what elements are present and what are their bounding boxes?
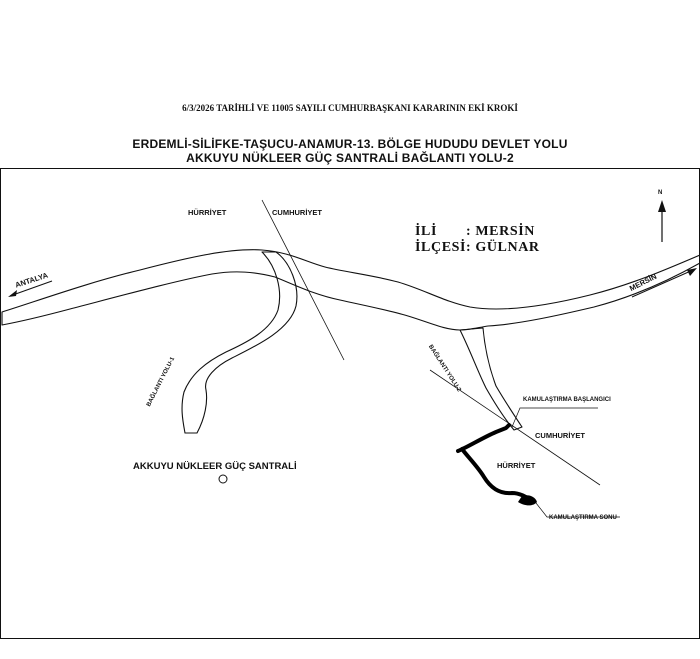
map-frame — [0, 168, 700, 639]
mersin-arrow-head — [687, 268, 697, 276]
north-arrow-head — [658, 200, 666, 212]
label-expropriation-start: KAMULAŞTIRMA BAŞLANGICI — [523, 397, 611, 403]
antalya-arrow-head — [8, 290, 17, 297]
district-label: İLÇESİ — [415, 240, 467, 255]
decree-header: 6/3/2026 TARİHLİ VE 11005 SAYILI CUMHURB… — [182, 103, 518, 113]
north-label: N — [658, 190, 663, 196]
start-leader-line — [511, 407, 598, 428]
end-leader-line — [535, 502, 620, 518]
antalya-arrow — [9, 280, 53, 297]
mersin-arrow — [631, 269, 694, 298]
main-road — [1, 249, 700, 331]
connection-road-2 — [459, 327, 523, 431]
district-value: : GÜLNAR — [466, 240, 540, 255]
label-hurriyet-top: HÜRRİYET — [188, 208, 227, 217]
province-value: : MERSİN — [466, 224, 535, 239]
expropriation-route-end — [518, 495, 537, 506]
label-cumhuriyet-top: CUMHURİYET — [272, 208, 322, 217]
title-line-2: AKKUYU NÜKLEER GÜÇ SANTRALİ BAĞLANTI YOL… — [186, 151, 514, 165]
label-nuclear-plant: AKKUYU NÜKLEER GÜÇ SANTRALİ — [133, 461, 297, 472]
title-line-1: ERDEMLİ-SİLİFKE-TAŞUCU-ANAMUR-13. BÖLGE … — [132, 137, 568, 151]
district-boundary-south — [429, 369, 601, 486]
province-label: İLİ — [415, 224, 438, 239]
connection-road-1 — [181, 251, 298, 434]
district-boundary-north — [261, 199, 345, 361]
label-hurriyet-bottom: HÜRRİYET — [497, 461, 536, 470]
label-expropriation-end: KAMULAŞTIRMA SONU — [549, 515, 617, 521]
plant-marker — [218, 474, 228, 484]
expropriation-route — [456, 423, 535, 504]
label-cumhuriyet-bottom: CUMHURİYET — [535, 431, 585, 440]
